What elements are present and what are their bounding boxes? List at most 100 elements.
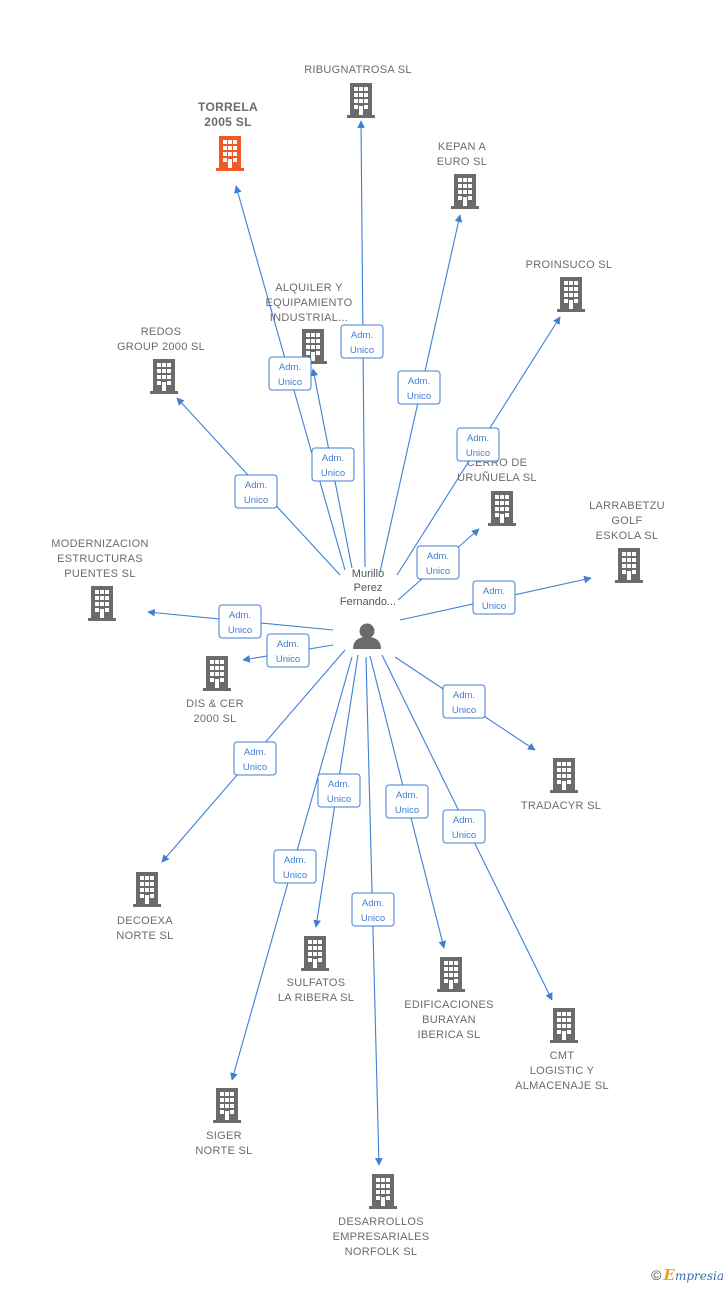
company-label: EMPRESARIALES <box>333 1231 430 1243</box>
relation-label-text: Adm. <box>362 898 384 909</box>
relation-label-tradacyr[interactable]: Adm.Unico <box>442 684 486 719</box>
relation-labels-layer: Adm.UnicoAdm.UnicoAdm.UnicoAdm.UnicoAdm.… <box>218 324 516 927</box>
company-label: LARRABETZU <box>589 500 665 512</box>
company-node-alquiler[interactable]: ALQUILER YEQUIPAMIENTOINDUSTRIAL... <box>266 282 353 364</box>
relation-label-desarrollos[interactable]: Adm. Unico <box>351 892 395 927</box>
relation-label-text: Adm. <box>408 376 430 387</box>
brand-name: mpresia <box>674 1269 724 1283</box>
relation-label-box <box>273 849 317 884</box>
building-icon <box>133 872 161 907</box>
company-node-ribugnatrosa[interactable]: RIBUGNATROSA SL <box>304 64 412 118</box>
relation-label-text: Adm. <box>351 330 373 341</box>
building-icon <box>203 656 231 691</box>
company-label: EURO SL <box>437 156 487 168</box>
building-icon <box>550 758 578 793</box>
company-label: SIGER <box>206 1130 242 1142</box>
relation-label-redos[interactable]: Adm.Unico <box>234 474 278 509</box>
company-node-siger[interactable]: SIGER NORTE SL <box>195 1088 252 1157</box>
company-label: IBERICA SL <box>418 1029 481 1041</box>
relation-label-text: Adm. <box>453 690 475 701</box>
company-label: ALQUILER Y <box>275 282 343 294</box>
company-label: 2005 SL <box>204 115 251 129</box>
company-label: TORRELA <box>198 100 258 114</box>
building-icon <box>213 1088 241 1123</box>
company-node-discer[interactable]: DIS & CER 2000 SL <box>186 656 244 725</box>
relation-label-kepan[interactable]: Adm.Unico <box>397 370 441 405</box>
building-icon <box>347 83 375 118</box>
building-icon <box>88 586 116 621</box>
relation-label-cerro[interactable]: Adm.Unico <box>416 545 460 580</box>
relation-label-alquiler[interactable]: Adm. Unico <box>311 447 355 482</box>
company-node-proinsuco[interactable]: PROINSUCO SL <box>526 259 613 312</box>
copyright-icon: © <box>651 1267 662 1283</box>
relation-label-torrela[interactable]: Adm. Unico <box>268 356 312 391</box>
relation-label-modernizacion[interactable]: Adm.Unico <box>218 604 262 639</box>
person-icon <box>353 623 381 649</box>
relation-label-text: Unico <box>482 601 506 612</box>
relation-label-discer[interactable]: Adm.Unico <box>266 633 310 668</box>
relation-label-box <box>233 741 277 776</box>
company-label: 2000 SL <box>193 713 236 725</box>
company-label: NORTE SL <box>116 930 173 942</box>
relation-label-box <box>442 809 486 844</box>
company-label: EDIFICACIONES <box>404 999 493 1011</box>
watermark: ©Empresia <box>651 1266 724 1284</box>
relation-label-cmt[interactable]: Adm.Unico <box>442 809 486 844</box>
relation-label-box <box>340 324 384 359</box>
relation-label-text: Unico <box>244 495 268 506</box>
company-label: DIS & CER <box>186 698 244 710</box>
relation-label-text: Unico <box>321 468 345 479</box>
company-node-tradacyr[interactable]: TRADACYR SL <box>521 758 601 812</box>
company-label: DESARROLLOS <box>338 1216 424 1228</box>
relation-label-edificaciones[interactable]: Adm.Unico <box>385 784 429 819</box>
relation-label-box <box>456 427 500 462</box>
relation-label-box <box>311 447 355 482</box>
relation-label-box <box>416 545 460 580</box>
company-node-decoexa[interactable]: DECOEXA NORTE SL <box>116 872 173 942</box>
relation-label-ribugnatrosa[interactable]: Adm.Unico <box>340 324 384 359</box>
building-icon <box>488 491 516 526</box>
relation-label-text: Adm. <box>467 433 489 444</box>
building-icon <box>557 277 585 312</box>
relation-label-box <box>266 633 310 668</box>
relation-label-box <box>351 892 395 927</box>
building-icon <box>550 1008 578 1043</box>
relation-label-text: Unico <box>278 377 302 388</box>
company-label: NORTE SL <box>195 1145 252 1157</box>
company-label: LA RIBERA SL <box>278 992 354 1004</box>
brand-initial: E <box>663 1266 675 1284</box>
relation-label-proinsuco[interactable]: Adm.Unico <box>456 427 500 462</box>
relation-label-text: Adm. <box>284 855 306 866</box>
company-label: DECOEXA <box>117 915 173 927</box>
relation-label-box <box>234 474 278 509</box>
company-label: ESKOLA SL <box>596 530 659 542</box>
relation-label-siger[interactable]: Adm. Unico <box>273 849 317 884</box>
relation-label-text: Unico <box>283 870 307 881</box>
relation-label-box <box>218 604 262 639</box>
relation-label-text: Adm. <box>453 815 475 826</box>
relation-label-text: Unico <box>426 566 450 577</box>
relation-label-decoexa[interactable]: Adm.Unico <box>233 741 277 776</box>
relation-label-text: Unico <box>361 913 385 924</box>
relation-label-larrabetzu[interactable]: Adm.Unico <box>472 580 516 615</box>
company-label: PROINSUCO SL <box>526 259 613 271</box>
relation-label-text: Adm. <box>322 453 344 464</box>
relation-label-text: Adm. <box>279 362 301 373</box>
relation-label-box <box>397 370 441 405</box>
company-label: EQUIPAMIENTO <box>266 297 353 309</box>
company-label: MODERNIZACION <box>51 538 148 550</box>
relation-label-text: Unico <box>327 794 351 805</box>
relation-label-sulfatos[interactable]: Adm.Unico <box>317 773 361 808</box>
